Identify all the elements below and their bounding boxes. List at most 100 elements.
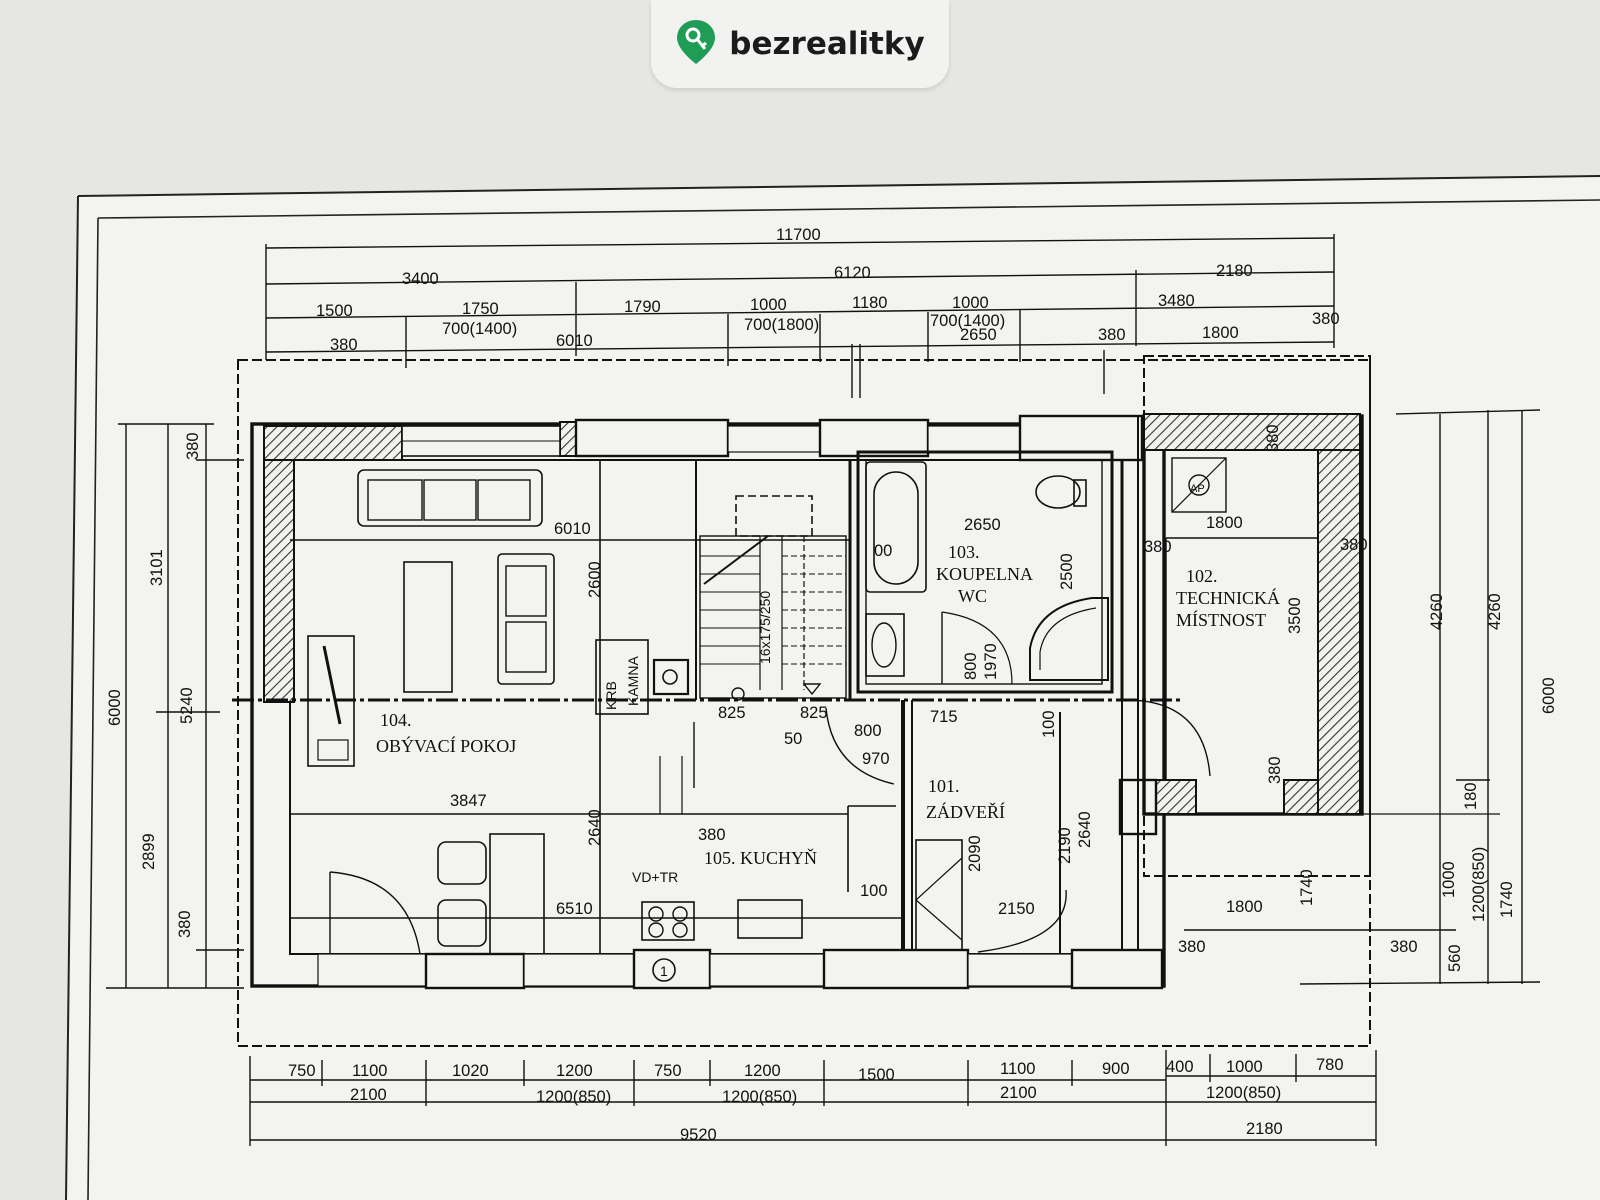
dimension-label: 1800 [1202, 324, 1239, 342]
dimension-label: 2090 [966, 835, 984, 872]
dimension-label: 1740 [1298, 869, 1316, 906]
brand-name[interactable]: bezrealitky [729, 26, 925, 62]
dimension-label: 2899 [140, 833, 158, 870]
dimension-label: 1200 [744, 1062, 781, 1080]
dimension-label: 400 [1166, 1058, 1194, 1076]
room-living-number: 104. [380, 710, 412, 730]
room-labels: 104. OBÝVACÍ POKOJ 103. KOUPELNA WC 102.… [376, 542, 1280, 868]
dimension-label: 2650 [964, 516, 1001, 534]
dimension-label: 1100 [1000, 1060, 1035, 1078]
dimension-label: 560 [1446, 944, 1464, 972]
dimension-label: 2640 [586, 809, 604, 846]
dimension-label: 825 [800, 704, 828, 722]
dimension-label: 1200 [556, 1062, 593, 1080]
dimension-label: 1500 [316, 302, 353, 320]
dimension-label: 3400 [402, 270, 439, 288]
dimension-label: 1000 [1440, 861, 1458, 898]
room-living-name: OBÝVACÍ POKOJ [376, 735, 516, 756]
stove-label-2: KAMNA [625, 656, 641, 706]
dimension-label: 900 [1102, 1060, 1130, 1078]
dimension-label: 1020 [452, 1062, 489, 1080]
dimension-label: 780 [1316, 1056, 1344, 1074]
dimension-label: 2150 [998, 900, 1035, 918]
armchair [497, 553, 555, 685]
room-bath-number: 103. [948, 542, 980, 562]
dimension-label: 970 [862, 750, 890, 768]
room-bath-name: KOUPELNA [936, 564, 1033, 584]
window-number: 1 [660, 963, 668, 979]
dimension-label: 700(1800) [744, 316, 819, 334]
dimension-label: 3480 [1158, 292, 1195, 310]
dimension-label: 715 [930, 708, 958, 726]
dimension-label: 1800 [1226, 898, 1263, 916]
dimension-label: 2180 [1216, 262, 1253, 280]
bottom-dimensions: 750 1100 1020 1200 750 1200 1500 1100 90… [288, 1056, 1344, 1144]
dimension-label: 4260 [1428, 593, 1446, 630]
dimension-label: 6510 [556, 900, 593, 918]
brand-badge: bezrealitky [651, 0, 949, 88]
dimension-label: 100 [1040, 710, 1058, 738]
dimension-label: 50 [784, 730, 802, 748]
right-dimensions: 4260 4260 6000 1000 1200(850) 1740 560 [1428, 593, 1558, 972]
ap-unit [1171, 457, 1227, 513]
dimension-label: 380 [1312, 310, 1340, 328]
stove-label: KRB [603, 681, 619, 710]
cooktop [641, 901, 695, 941]
dimension-label: 1790 [624, 298, 661, 316]
dimension-label: 1970 [982, 643, 1000, 680]
coffee-table [403, 561, 453, 693]
dimension-label: 1200(850) [722, 1088, 797, 1106]
dimension-label: 00 [874, 542, 892, 560]
dimension-label: 1000 [1226, 1058, 1263, 1076]
room-tech-number: 102. [1186, 566, 1218, 586]
dimension-label: 1180 [852, 294, 887, 312]
kitchen-sink [737, 899, 803, 939]
dimension-label: 2100 [1000, 1084, 1037, 1102]
dimension-label: 4260 [1486, 593, 1504, 630]
dimension-label: 380 [330, 336, 358, 354]
sheet-border-outer [77, 175, 1600, 197]
door-arc-1 [825, 707, 895, 785]
building-plan [106, 234, 1541, 1146]
dimension-label: 11700 [776, 226, 821, 244]
room-bath-wc: WC [958, 586, 987, 606]
bathtub [865, 461, 927, 593]
staircase [699, 535, 847, 699]
top-dimensions: 11700 3400 6120 2180 1500 1750 700(1400)… [316, 226, 1340, 354]
toilet [1035, 475, 1081, 509]
dimension-label: 380 [1178, 938, 1206, 956]
sink [865, 613, 905, 677]
room-kitchen-name: 105. KUCHYŇ [704, 847, 817, 868]
dimension-label: 380 [698, 826, 726, 844]
dimension-label: 100 [860, 882, 888, 900]
dimension-label: 800 [854, 722, 882, 740]
room-hall-name: ZÁDVEŘÍ [926, 801, 1005, 822]
dimension-label: 3500 [1286, 597, 1304, 634]
tv-cabinet [307, 635, 355, 767]
dimension-label: 1000 [750, 296, 787, 314]
dimension-label: 825 [718, 704, 746, 722]
dimension-label: 380 [1144, 538, 1172, 556]
dimension-label: 6010 [554, 520, 591, 538]
shower [1029, 597, 1109, 681]
dimension-label: 1500 [858, 1066, 895, 1084]
dimension-label: 2180 [1246, 1120, 1283, 1138]
map-pin-key-icon [675, 18, 717, 70]
dimension-label: 1000 [952, 294, 989, 312]
dimension-label: 6000 [1540, 677, 1558, 714]
dimension-label: 5240 [178, 687, 196, 724]
dining-chair-1 [437, 841, 487, 885]
dimension-label: 180 [1462, 782, 1480, 810]
dimension-label: 750 [288, 1062, 316, 1080]
dimension-label: 9520 [680, 1126, 717, 1144]
dimension-label: 2100 [350, 1086, 387, 1104]
sheet-border-inner [97, 199, 1600, 219]
dimension-label: 380 [1390, 938, 1418, 956]
dimension-label: 380 [1266, 756, 1284, 784]
room-tech-name2: MÍSTNOST [1176, 609, 1266, 630]
dimension-label: 2600 [586, 561, 604, 598]
dimension-label: 2650 [960, 326, 997, 344]
dimension-label: 1200(850) [1206, 1084, 1281, 1102]
dimension-label: 2640 [1076, 811, 1094, 848]
dimension-label: 380 [1340, 536, 1368, 554]
